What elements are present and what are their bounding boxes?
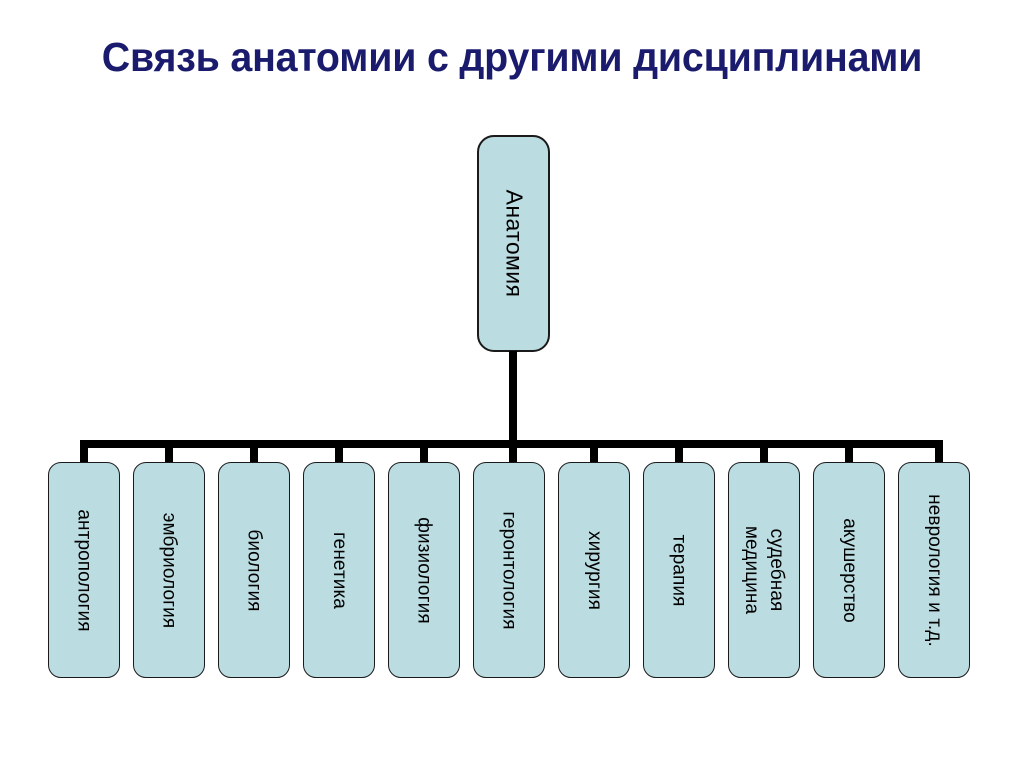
node-gerontology-label: геронтология <box>498 510 520 630</box>
connector-stub-5 <box>420 440 428 464</box>
node-biology[interactable]: биология <box>218 462 290 678</box>
node-obstetrics-label: акушерство <box>838 517 860 623</box>
node-forensic-medicine-label: судебная медицина <box>741 525 787 615</box>
node-therapy-label: терапия <box>668 533 690 607</box>
connector-stub-7 <box>590 440 598 464</box>
node-forensic-medicine[interactable]: судебная медицина <box>728 462 800 678</box>
node-therapy[interactable]: терапия <box>643 462 715 678</box>
connector-stub-6 <box>509 440 517 464</box>
node-biology-label: биология <box>243 528 265 612</box>
node-physiology[interactable]: физиология <box>388 462 460 678</box>
connector-stub-10 <box>845 440 853 464</box>
node-anthropology[interactable]: антропология <box>48 462 120 678</box>
connector-stub-4 <box>335 440 343 464</box>
connector-stub-8 <box>675 440 683 464</box>
connector-stub-3 <box>250 440 258 464</box>
node-root-label: Анатомия <box>501 189 527 298</box>
node-genetics-label: генетика <box>328 531 350 609</box>
connector-stub-1 <box>80 440 88 464</box>
page-title: Связь анатомии с другими дисциплинами <box>101 34 923 80</box>
node-neurology-etc-label: неврология и т.д. <box>923 493 945 647</box>
node-embryology-label: эмбриология <box>158 512 180 628</box>
node-root-anatomy[interactable]: Анатомия <box>477 135 550 352</box>
connector-stub-2 <box>165 440 173 464</box>
node-gerontology[interactable]: геронтология <box>473 462 545 678</box>
node-embryology[interactable]: эмбриология <box>133 462 205 678</box>
node-genetics[interactable]: генетика <box>303 462 375 678</box>
node-surgery-label: хирургия <box>583 530 605 610</box>
node-physiology-label: физиология <box>413 516 435 624</box>
connector-trunk-vertical <box>509 351 517 463</box>
node-anthropology-label: антропология <box>73 508 95 632</box>
connector-stub-9 <box>760 440 768 464</box>
connector-stub-11 <box>935 440 943 464</box>
node-obstetrics[interactable]: акушерство <box>813 462 885 678</box>
node-surgery[interactable]: хирургия <box>558 462 630 678</box>
node-neurology-etc[interactable]: неврология и т.д. <box>898 462 970 678</box>
